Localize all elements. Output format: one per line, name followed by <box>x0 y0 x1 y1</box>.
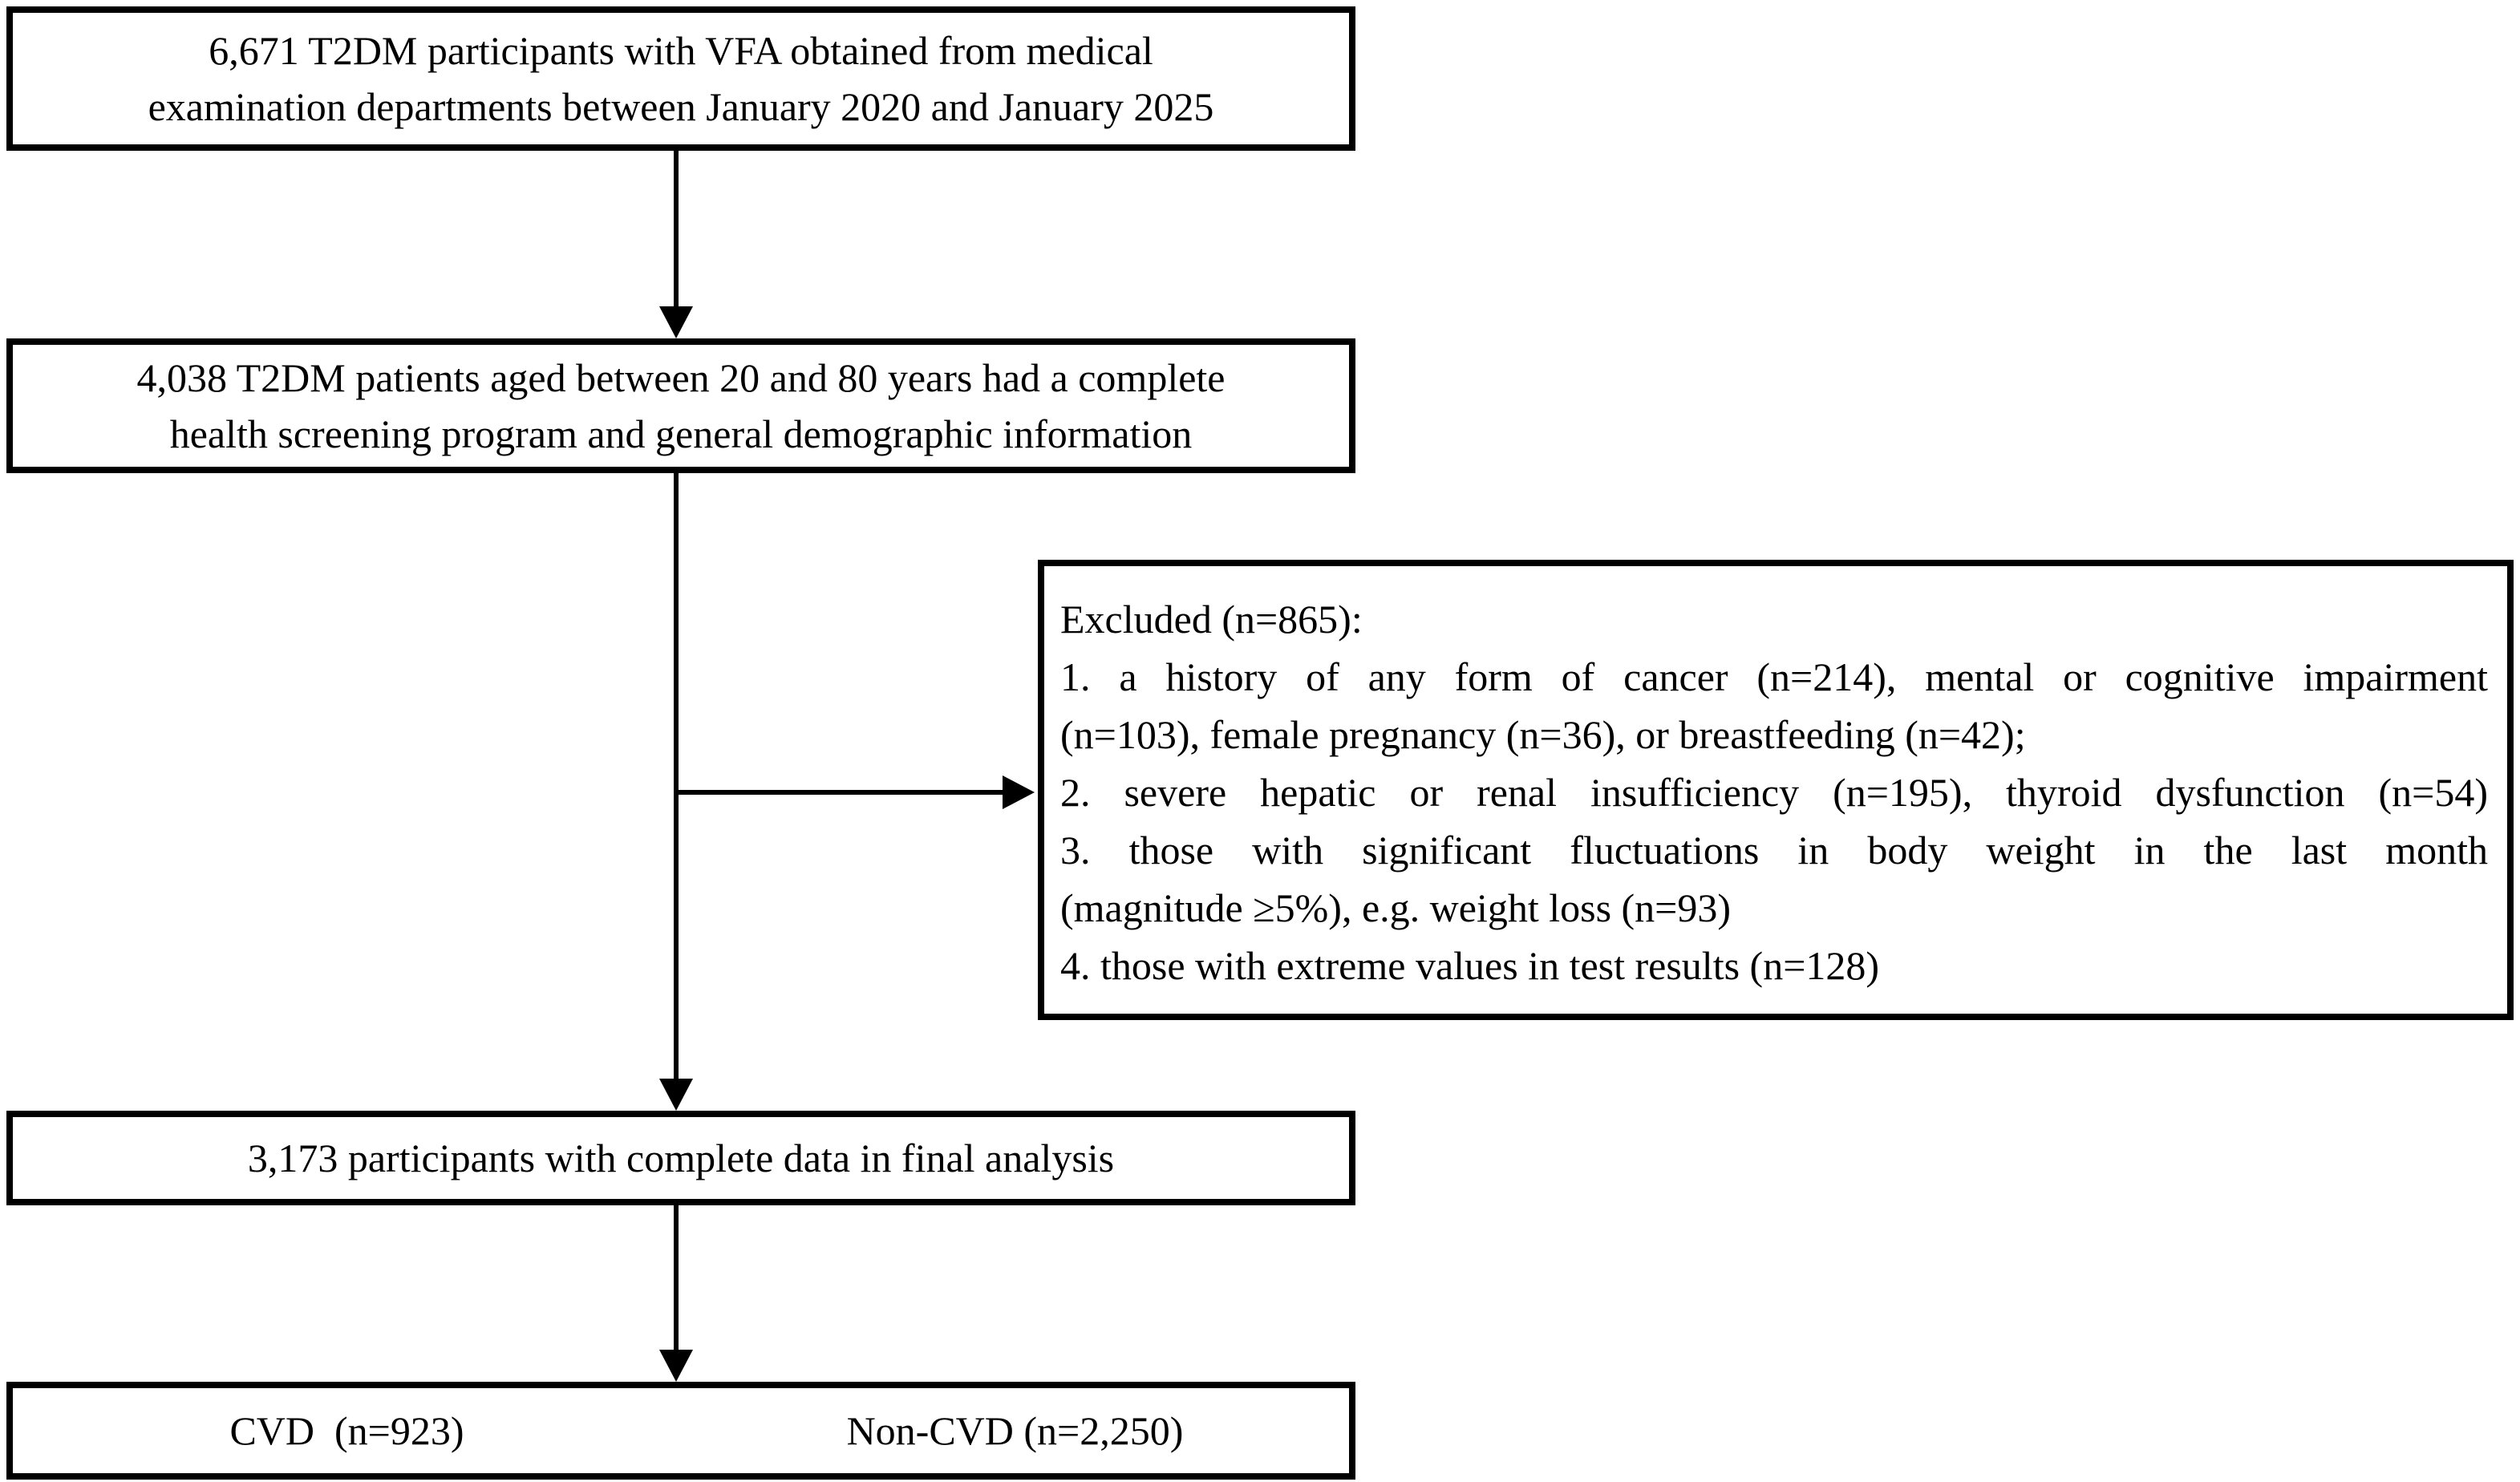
exclusion-title: Excluded (n=865): <box>1060 597 1363 642</box>
outcome-non-cvd-label: Non-CVD (n=2,250) <box>846 1408 1184 1453</box>
arrow-final-to-outcome-head-icon <box>659 1350 693 1382</box>
exclusion-box: Excluded (n=865): 1. a history of any fo… <box>1038 560 2514 1020</box>
screening-box-line1: 4,038 T2DM patients aged between 20 and … <box>136 355 1226 400</box>
recruitment-box-line1: 6,671 T2DM participants with VFA obtaine… <box>209 28 1153 73</box>
final-analysis-box: 3,173 participants with complete data in… <box>6 1111 1355 1205</box>
arrow-recruitment-to-screening-line <box>674 151 679 308</box>
screening-box: 4,038 T2DM patients aged between 20 and … <box>6 338 1355 473</box>
exclusion-item3-line2: (magnitude ≥5%), e.g. weight loss (n=93) <box>1060 885 1732 930</box>
exclusion-item1-line2: (n=103), female pregnancy (n=36), or bre… <box>1060 712 2026 757</box>
arrow-branch-to-exclusion-head-icon <box>1003 775 1035 809</box>
exclusion-item2: 2. severe hepatic or renal insufficiency… <box>1060 770 2488 815</box>
arrow-screening-to-final-head-icon <box>659 1079 693 1111</box>
final-analysis-text: 3,173 participants with complete data in… <box>247 1136 1115 1180</box>
exclusion-item4: 4. those with extreme values in test res… <box>1060 943 1880 988</box>
outcome-box: CVD (n=923) Non-CVD (n=2,250) <box>6 1382 1355 1480</box>
arrow-branch-to-exclusion-line <box>676 790 1003 795</box>
recruitment-box: 6,671 T2DM participants with VFA obtaine… <box>6 6 1355 151</box>
screening-box-line2: health screening program and general dem… <box>169 411 1193 456</box>
arrow-screening-to-final-line <box>674 473 679 1080</box>
outcome-cvd-label: CVD (n=923) <box>229 1408 464 1453</box>
exclusion-item3-line1: 3. those with significant fluctuations i… <box>1060 828 2488 873</box>
arrow-final-to-outcome-line <box>674 1205 679 1351</box>
arrow-recruitment-to-screening-head-icon <box>659 306 693 338</box>
exclusion-item1-line1: 1. a history of any form of cancer (n=21… <box>1060 654 2488 699</box>
recruitment-box-line2: examination departments between January … <box>148 84 1214 129</box>
